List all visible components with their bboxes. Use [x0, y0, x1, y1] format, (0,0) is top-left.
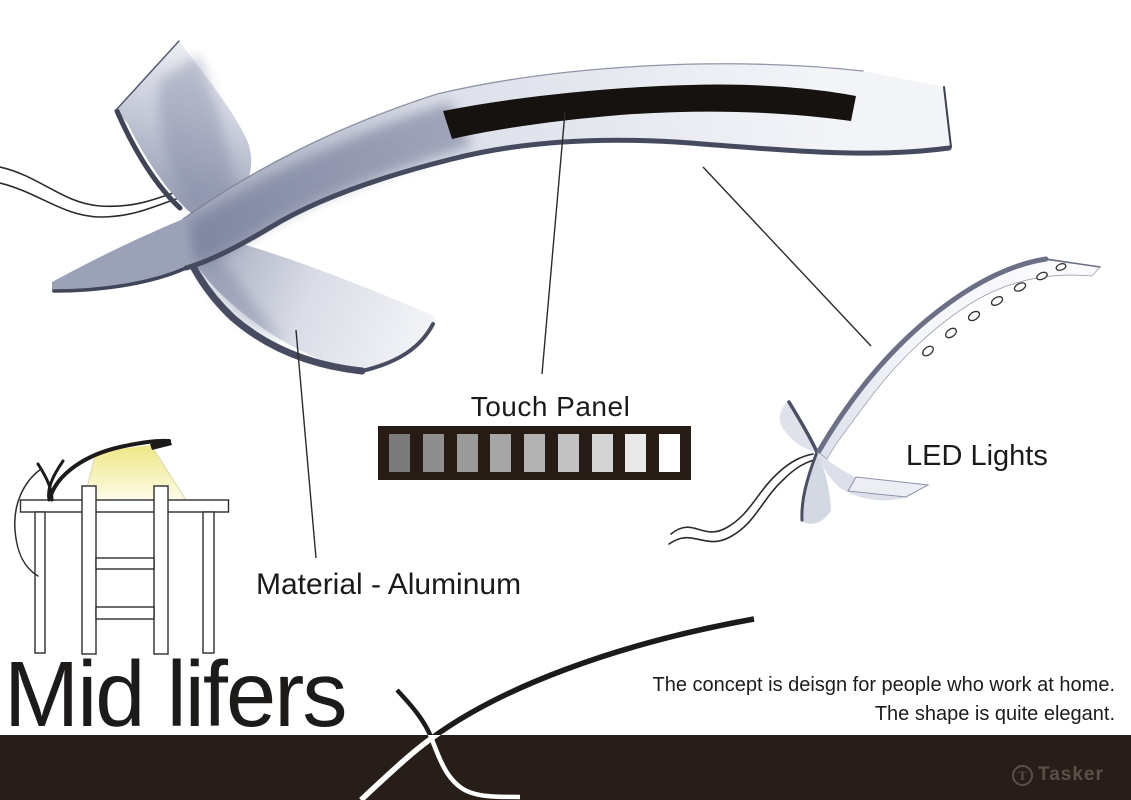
desk-leg: [34, 511, 46, 654]
lamp-sketch-main: [0, 40, 952, 375]
led-lights-label: LED Lights: [906, 440, 1048, 472]
material-label: Material - Aluminum: [256, 568, 522, 601]
lamp-sketch-led: [668, 256, 1101, 545]
led-base-petal: [817, 452, 927, 501]
tasker-logo-letter: T: [1018, 767, 1027, 783]
desk-lamp-cord: [14, 468, 42, 577]
swoosh-curves-on-bar: [359, 735, 521, 800]
led-holes: [922, 263, 1067, 357]
leader-line-material: [295, 329, 317, 559]
touch-panel-label: Touch Panel: [470, 391, 631, 422]
chair-rail: [95, 557, 155, 570]
chair-rail: [95, 606, 155, 620]
touch-level-swatch: [490, 434, 512, 472]
led-base-foot: [847, 476, 930, 498]
touch-level-swatch: [557, 434, 579, 472]
touch-level-swatch: [659, 434, 680, 472]
watermark: T Tasker: [1012, 764, 1104, 786]
description: The concept is deisgn for people who wor…: [653, 671, 1115, 729]
power-cable: [670, 453, 814, 535]
power-cable: [0, 166, 177, 208]
touch-level-swatch: [422, 434, 444, 472]
touch-level-swatch: [524, 434, 545, 472]
watermark-brand: Tasker: [1038, 764, 1104, 785]
description-line-2: The shape is quite elegant.: [874, 703, 1115, 725]
led-arm: [817, 259, 1101, 460]
tasker-logo-icon: T: [1012, 764, 1033, 786]
footer-bar: [0, 735, 1131, 800]
desk-leg: [202, 511, 215, 654]
lamp-lower-sheet: [177, 228, 436, 372]
desk-top: [19, 499, 230, 513]
lamp-touch-strip: [443, 84, 856, 139]
description-line-1: The concept is deisgn for people who wor…: [652, 674, 1115, 696]
leader-line-led: [702, 166, 872, 347]
chair-post: [81, 485, 97, 655]
led-base-petal: [779, 401, 817, 452]
chair-post: [153, 485, 169, 655]
led-base-petal: [800, 452, 831, 524]
desk-sketch: [14, 438, 230, 655]
desk-lamp-arm: [48, 438, 171, 500]
touch-level-swatch: [591, 434, 613, 472]
touch-level-swatch: [625, 434, 647, 472]
touch-level-swatch: [389, 434, 410, 472]
leader-line-touch-panel: [541, 111, 566, 375]
lamp-arm: [52, 63, 951, 292]
desk-lamp-base: [36, 462, 54, 502]
touch-level-swatch: [456, 434, 478, 472]
page-title: Mid lifers: [4, 642, 347, 746]
touch-panel-strip: [378, 426, 691, 480]
